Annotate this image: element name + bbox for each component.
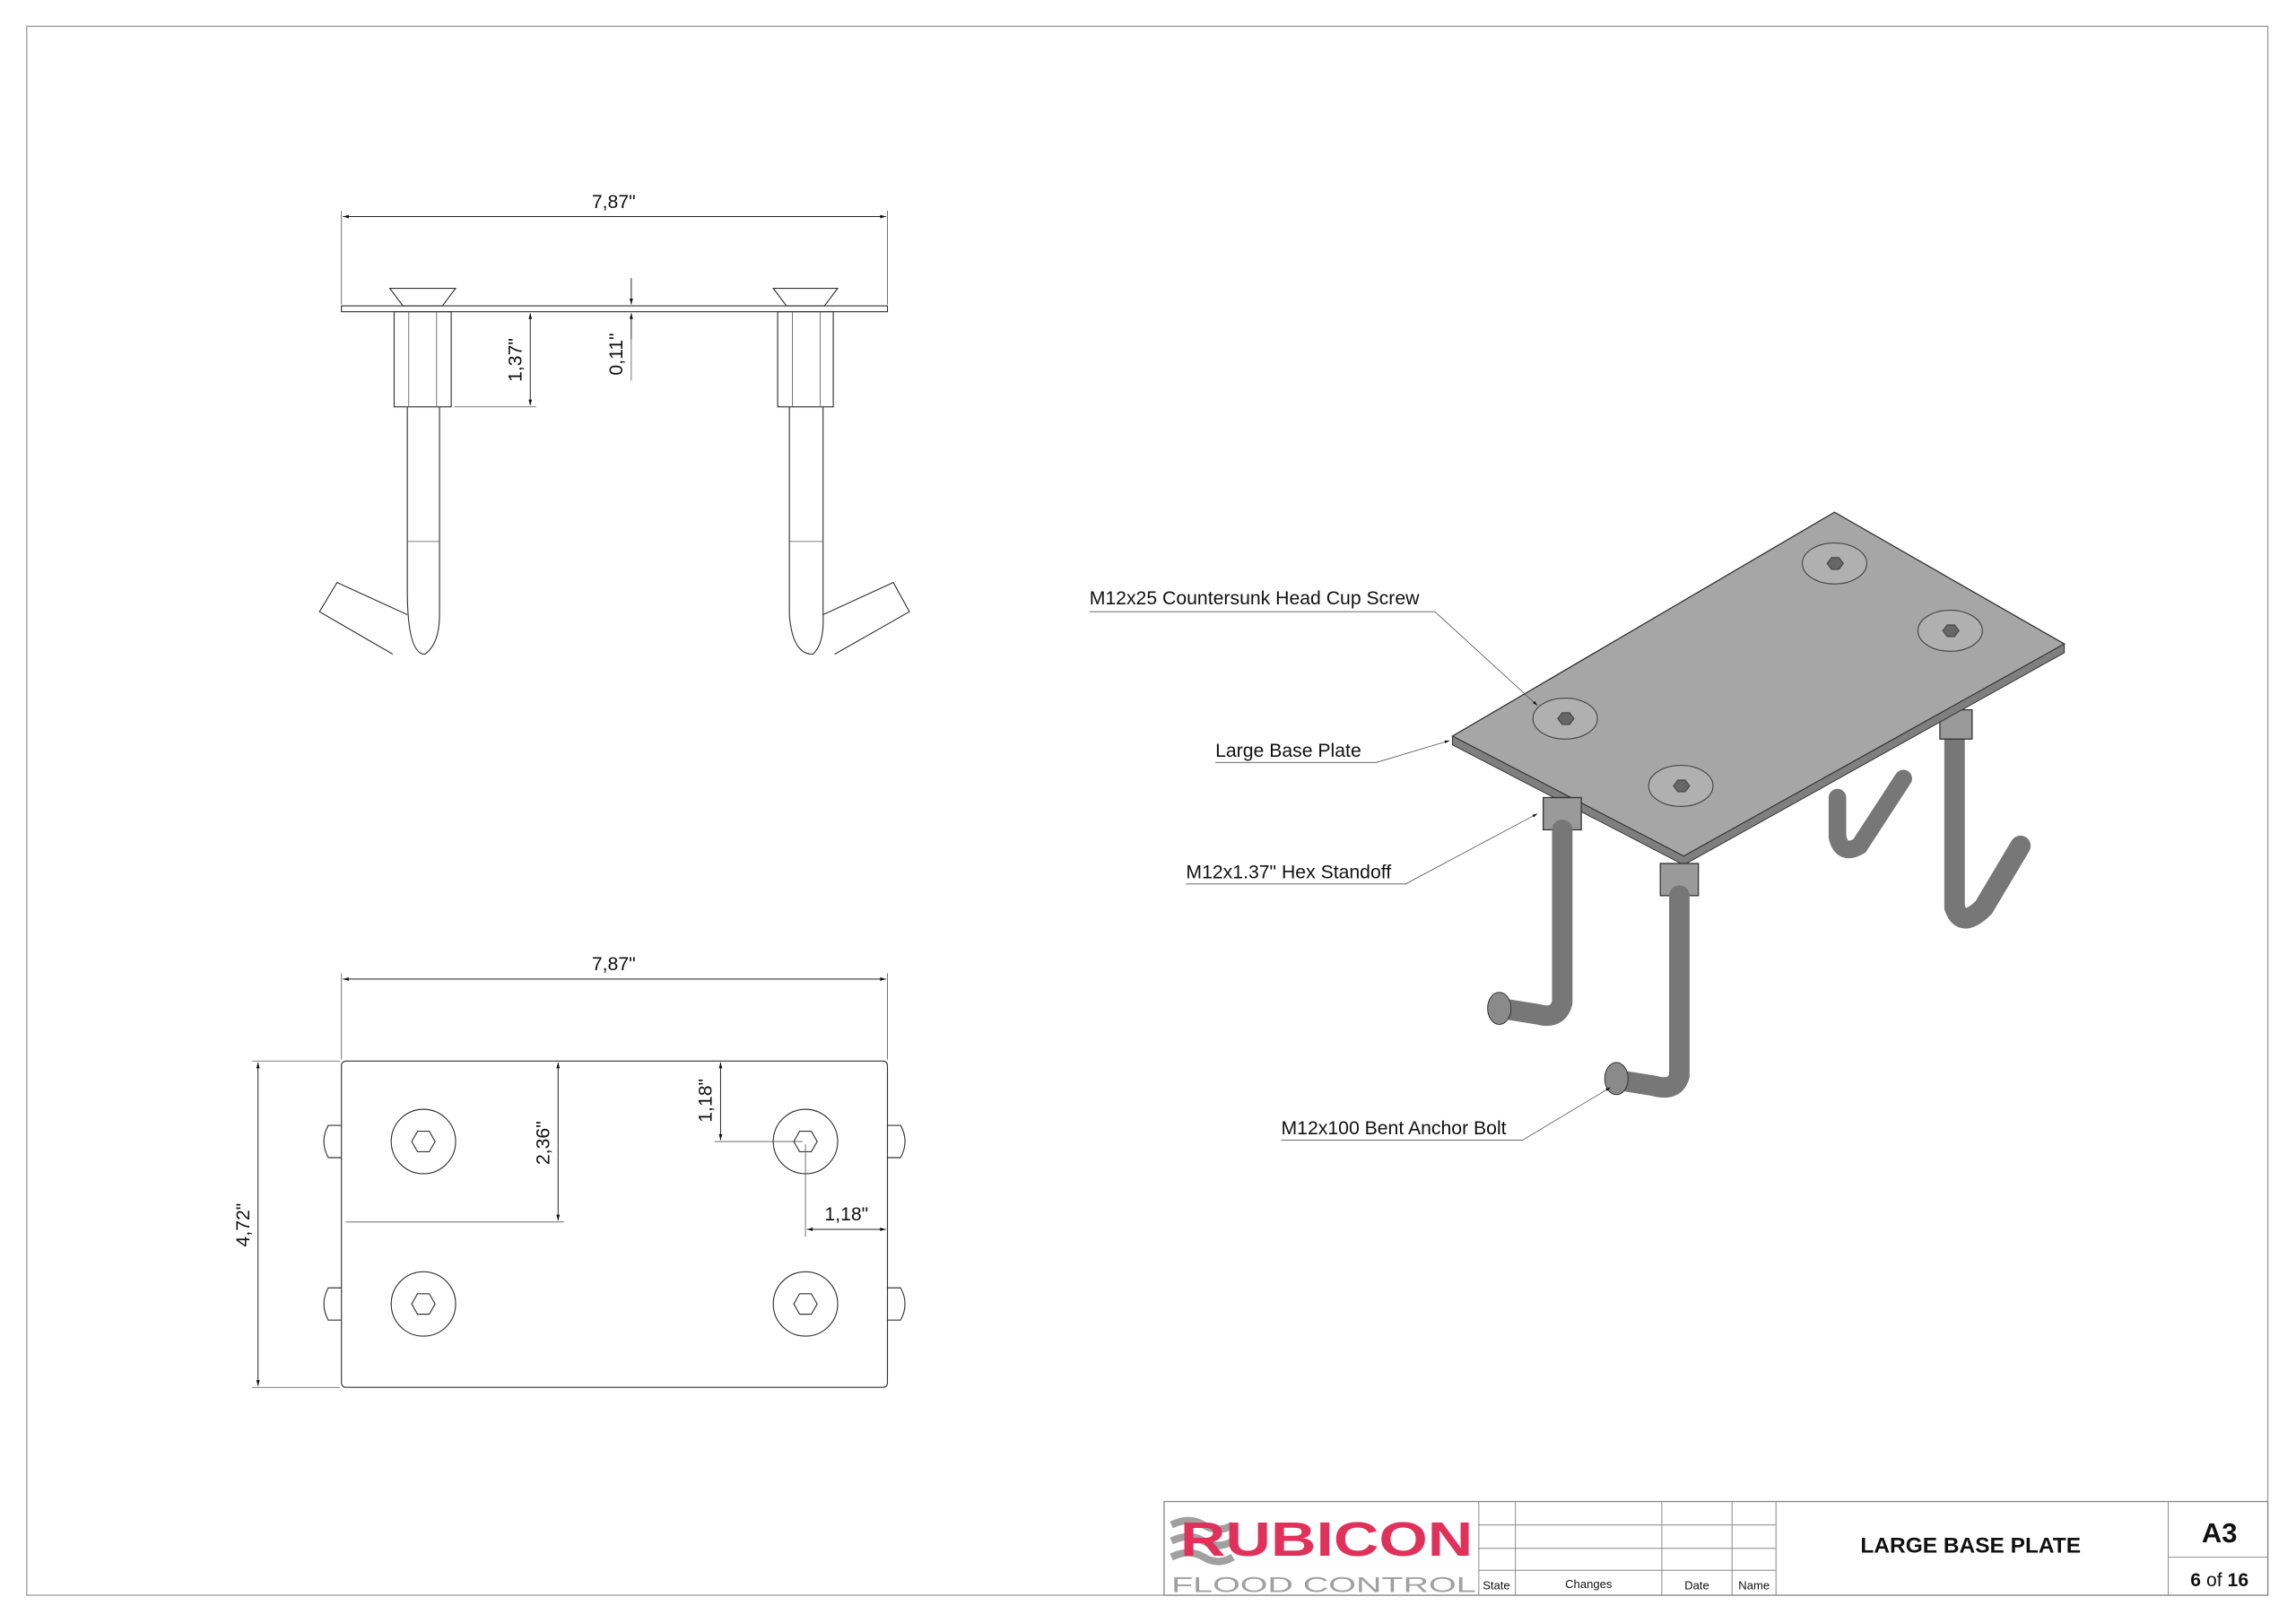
height-dim: 4,72"	[233, 1203, 254, 1247]
svg-text:M12x100 Bent Anchor Bolt: M12x100 Bent Anchor Bolt	[1282, 1118, 1507, 1139]
header-date: Date	[1684, 1578, 1709, 1592]
half-height-dim: 2,36"	[533, 1121, 553, 1165]
drawing-title: LARGE BASE PLATE	[1860, 1534, 2081, 1558]
header-name: Name	[1738, 1578, 1770, 1592]
callout-base-plate: Large Base Plate	[1215, 740, 1450, 763]
svg-text:M12x25 Countersunk Head Cup Sc: M12x25 Countersunk Head Cup Screw	[1090, 588, 1420, 609]
svg-text:M12x1.37" Hex Standoff: M12x1.37" Hex Standoff	[1186, 862, 1391, 882]
iso-view: M12x25 Countersunk Head Cup Screw Large …	[1090, 511, 2066, 1141]
title-block: RUBICON FLOOD CONTROL State Changes Date…	[1163, 1500, 2269, 1598]
side-width-dim: 7,87"	[592, 192, 636, 213]
side-view: 7,87" 1,37" 0,11"	[318, 192, 910, 655]
standoff-dim: 1,37"	[505, 338, 526, 382]
anchor-bolts-back	[1828, 708, 2031, 929]
sheet-border	[26, 25, 2269, 1596]
callout-screw: M12x25 Countersunk Head Cup Screw	[1090, 588, 1538, 706]
sheet-number: 6 of 16	[2190, 1570, 2248, 1591]
header-changes: Changes	[1565, 1577, 1613, 1591]
callout-standoff: M12x1.37" Hex Standoff	[1186, 813, 1538, 885]
logo-wordmark: RUBICON	[1180, 1513, 1473, 1567]
logo-subtitle: FLOOD CONTROL	[1171, 1574, 1475, 1598]
svg-text:Large Base Plate: Large Base Plate	[1215, 741, 1361, 761]
plate-thickness-dim: 0,11"	[606, 333, 627, 375]
anchor-bolts-front	[1487, 796, 1700, 1098]
top-width-dim: 7,87"	[592, 954, 636, 975]
paper-size: A3	[2202, 1517, 2238, 1549]
callout-anchor-bolt: M12x100 Bent Anchor Bolt	[1281, 1087, 1611, 1141]
edge-offset-y-dim: 1,18"	[696, 1079, 717, 1123]
header-state: State	[1483, 1578, 1509, 1592]
edge-offset-x-dim: 1,18"	[824, 1204, 868, 1225]
top-view: 7,87" 4,72" 2,36" 1,18" 1,18"	[233, 954, 906, 1388]
countersunk-screws	[1532, 542, 1983, 807]
rubicon-logo: RUBICON FLOOD CONTROL	[1170, 1513, 1476, 1598]
